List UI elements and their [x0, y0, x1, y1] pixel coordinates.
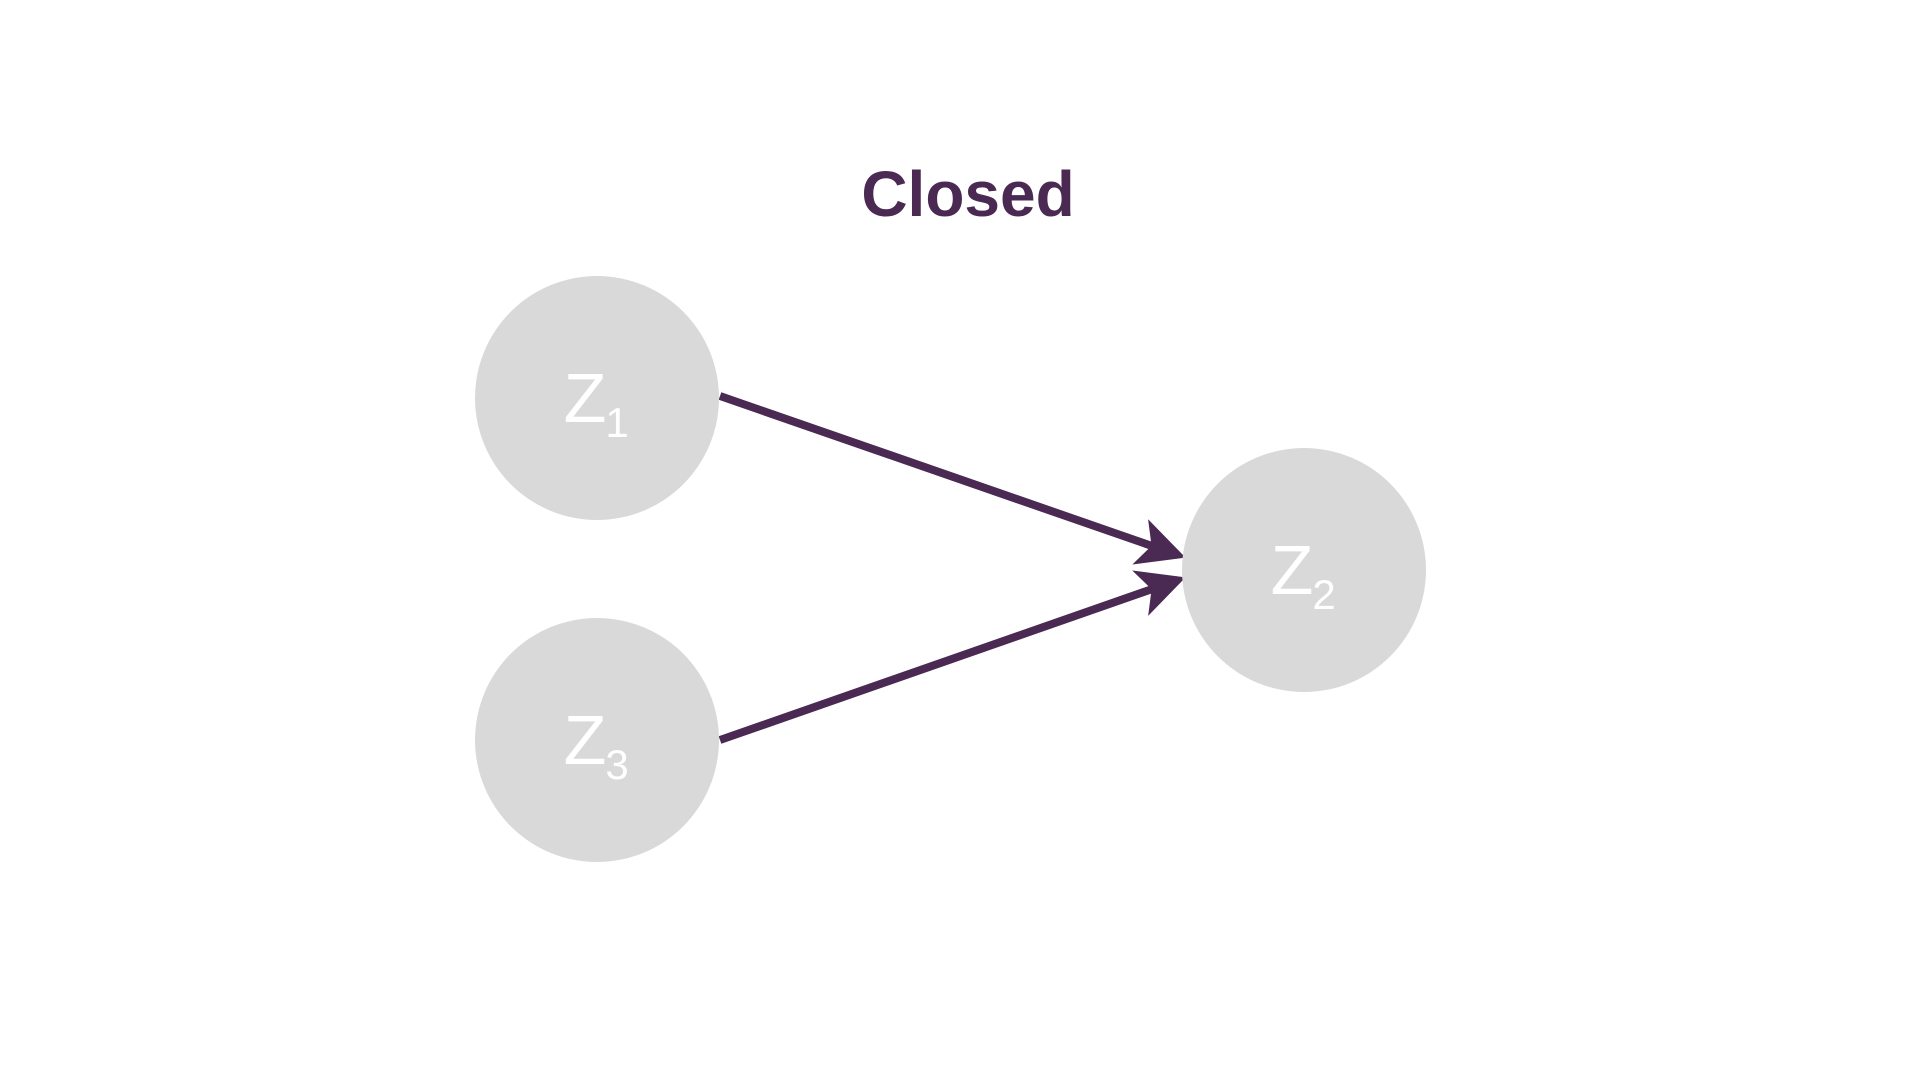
node-z2-letter: Z — [1271, 531, 1314, 609]
node-z3-subscript: 3 — [605, 741, 628, 788]
diagram-title: Closed — [861, 158, 1074, 230]
node-z3-circle — [475, 618, 719, 862]
node-z2-circle — [1182, 448, 1426, 692]
node-z2-subscript: 2 — [1312, 571, 1335, 618]
node-z1-letter: Z — [564, 359, 607, 437]
node-z1: Z 1 — [475, 276, 719, 520]
node-z1-subscript: 1 — [605, 399, 628, 446]
edge-z1-to-z2 — [718, 392, 1186, 565]
node-z1-circle — [475, 276, 719, 520]
edge-z3-to-z2 — [718, 570, 1186, 744]
edges-layer — [718, 392, 1186, 744]
node-z2: Z 2 — [1182, 448, 1426, 692]
node-z3-letter: Z — [564, 701, 607, 779]
node-z3: Z 3 — [475, 618, 719, 862]
